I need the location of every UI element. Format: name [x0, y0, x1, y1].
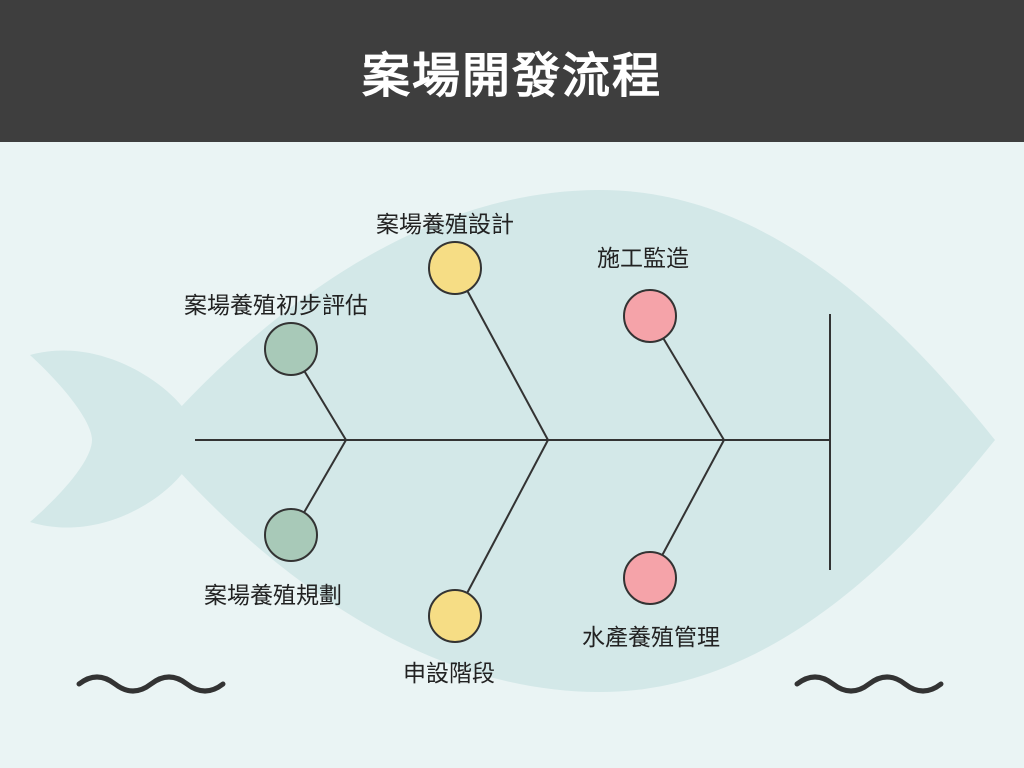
node-upper-3 [623, 289, 677, 343]
node-upper-2 [428, 241, 482, 295]
node-upper-1 [264, 322, 318, 376]
label-upper-3: 施工監造 [597, 246, 689, 272]
header-bar: 案場開發流程 [0, 0, 1024, 142]
label-upper-2: 案場養殖設計 [376, 212, 514, 238]
bone-lower-2 [454, 439, 549, 617]
fish-tail [30, 350, 185, 528]
wave-decoration-right [794, 674, 944, 694]
node-lower-3 [623, 551, 677, 605]
label-lower-3: 水產養殖管理 [582, 625, 720, 651]
wave-decoration-left [76, 674, 226, 694]
node-lower-1 [264, 508, 318, 562]
page-title: 案場開發流程 [361, 48, 662, 104]
label-lower-1: 案場養殖規劃 [204, 583, 342, 609]
bone-upper-2 [454, 267, 549, 441]
label-lower-2: 申設階段 [403, 661, 495, 687]
node-lower-2 [428, 589, 482, 643]
fishbone-diagram [30, 190, 995, 692]
diagram-canvas: 案場養殖初步評估 案場養殖設計 施工監造 案場養殖規劃 申設階段 水產養殖管理 [0, 142, 1024, 768]
label-upper-1: 案場養殖初步評估 [184, 293, 368, 319]
